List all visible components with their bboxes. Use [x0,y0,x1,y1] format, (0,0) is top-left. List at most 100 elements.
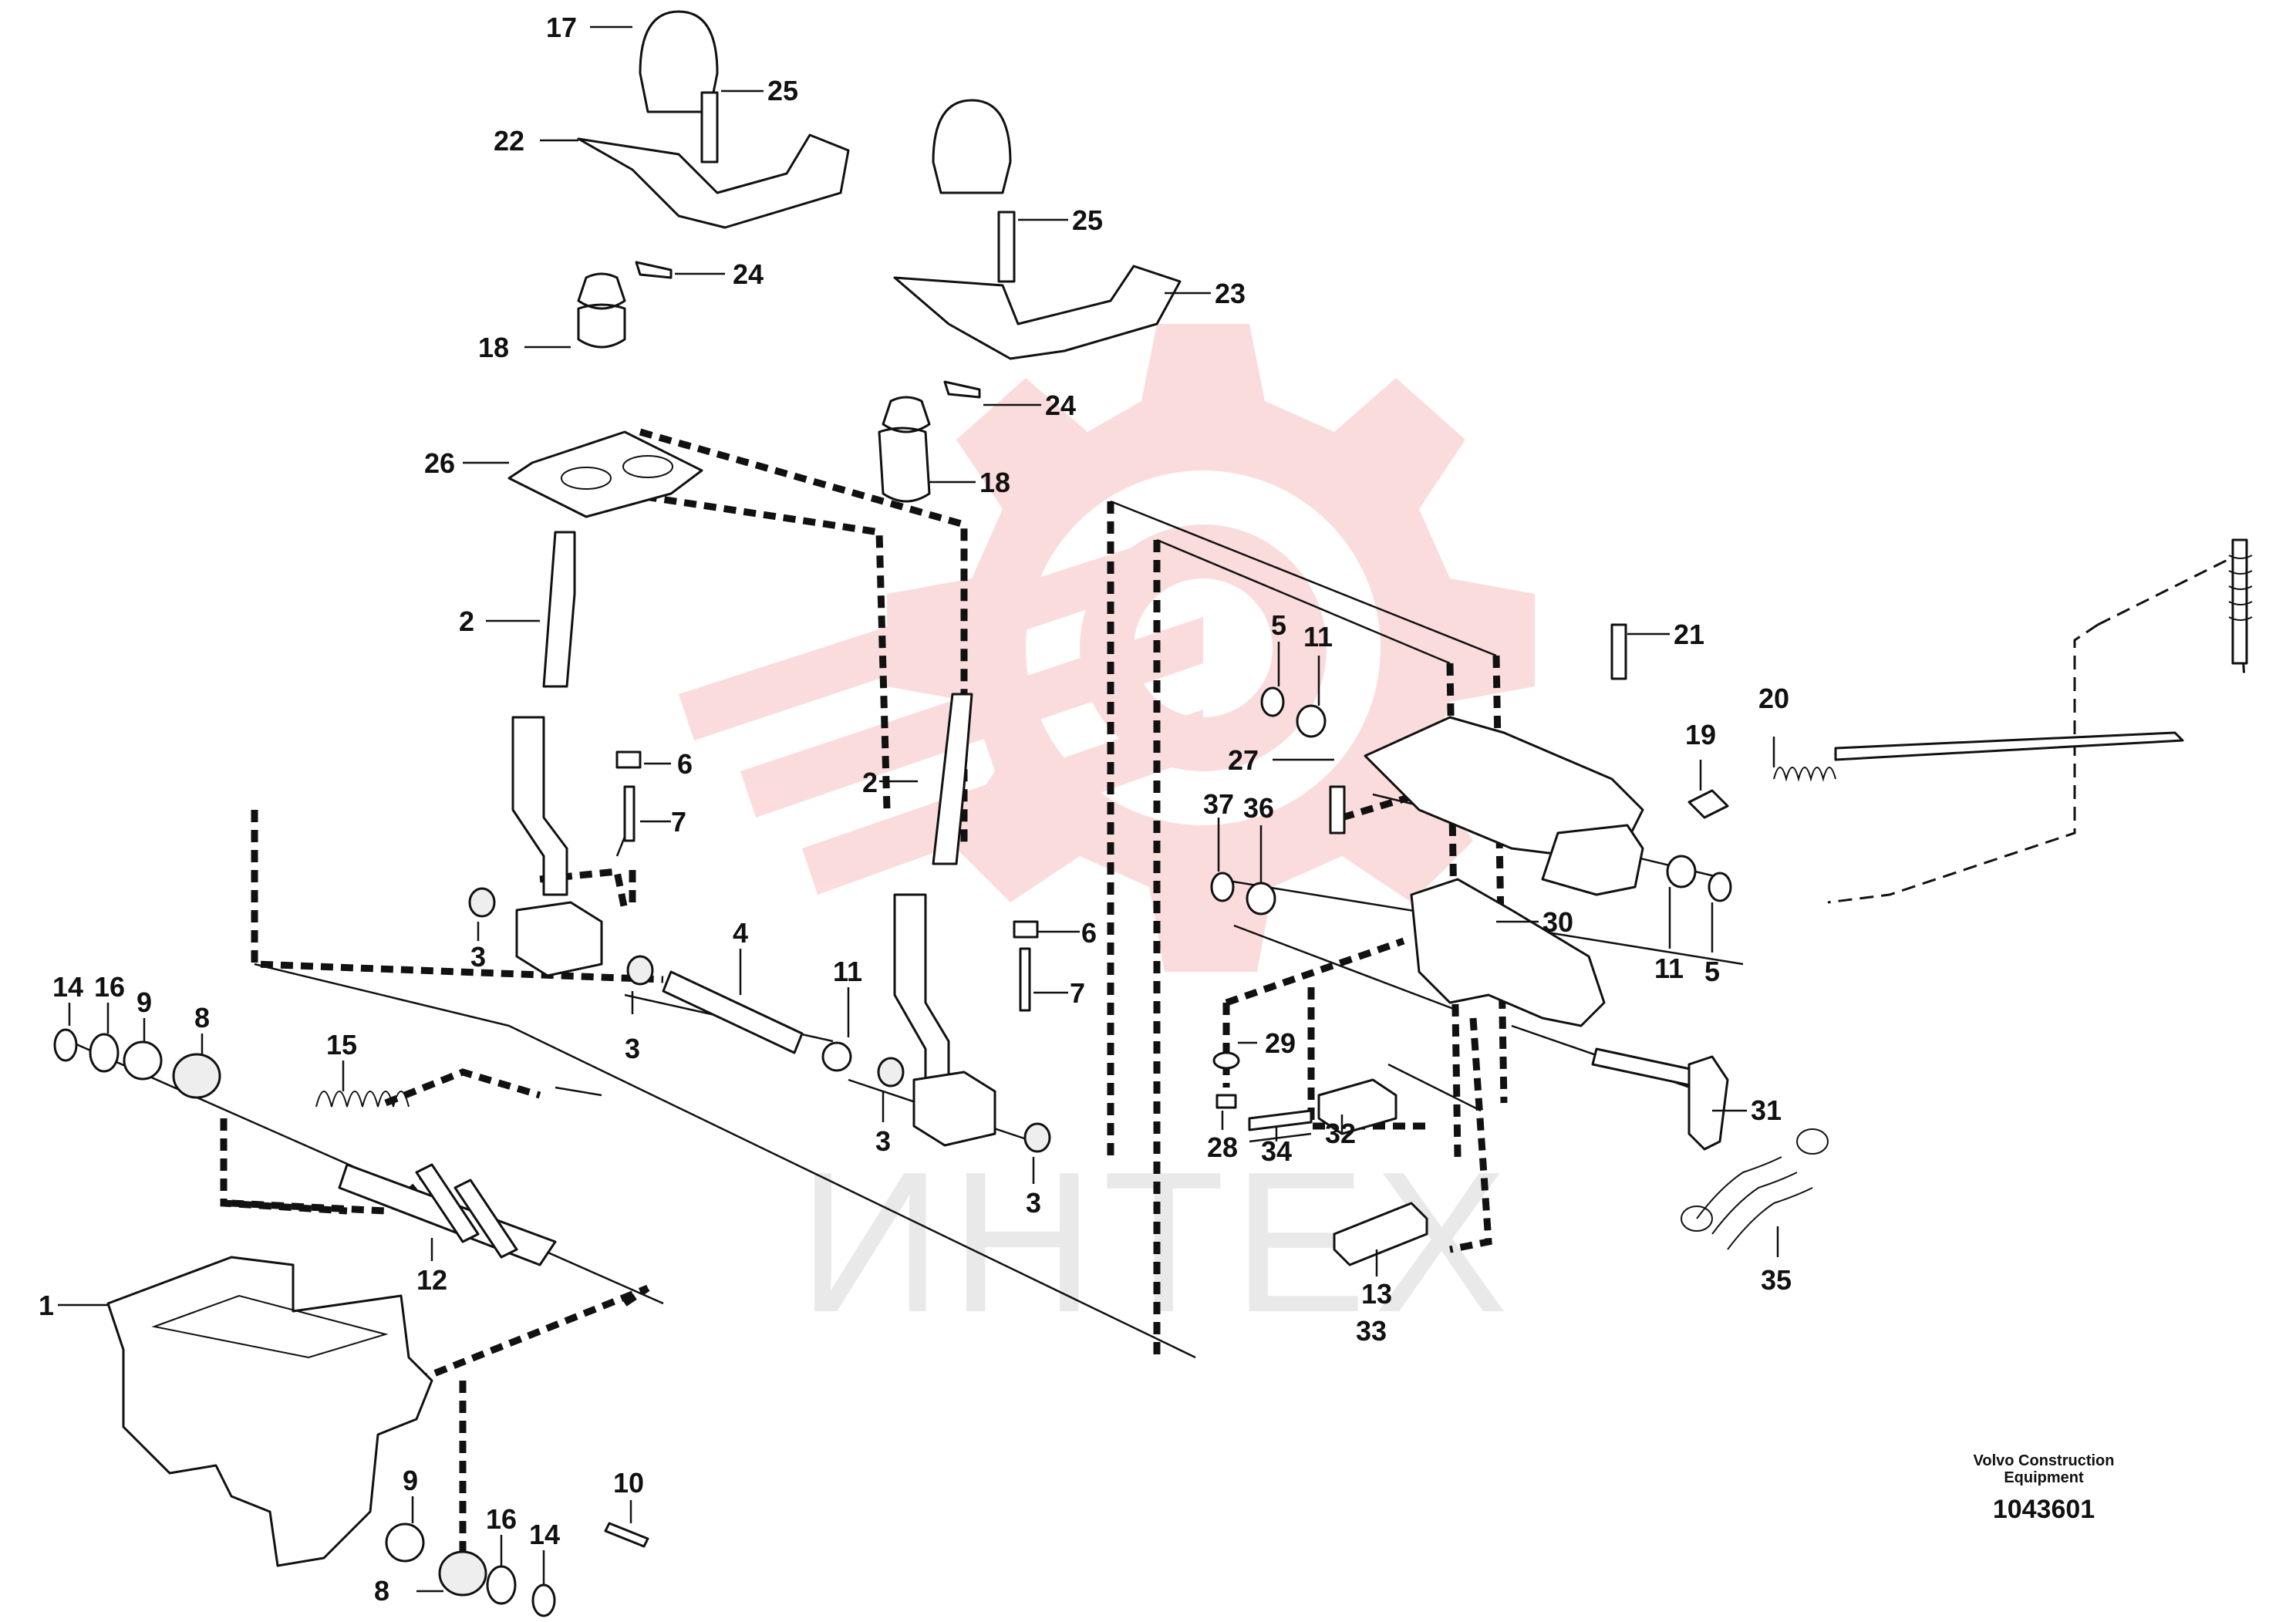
mounting-bracket-lower [1541,824,1644,896]
washer [1666,855,1697,889]
part-label: 7 [1070,977,1085,1009]
part-label: 16 [94,971,125,1003]
part-label: 32 [1325,1118,1356,1149]
leader-lines [58,25,1779,1593]
part-label: 9 [137,986,152,1018]
washer [1296,704,1327,738]
part-labels: 17 25 22 24 18 26 2 25 23 24 18 2 6 7 3 … [39,12,1792,1607]
washer [89,1033,120,1073]
part-label: 36 [1243,792,1274,824]
part-label: 3 [875,1125,891,1157]
clevis-lever [1687,1055,1729,1151]
part-label: 29 [1265,1027,1296,1059]
spring [315,1091,410,1108]
bolt [1329,785,1346,835]
part-label: 18 [979,467,1010,498]
clip [635,261,673,279]
part-label: 34 [1261,1135,1292,1167]
cable-end [2231,538,2248,665]
lever-rod-lower [893,893,950,1089]
washer [486,1565,517,1605]
gasket [123,1040,163,1081]
part-label: 8 [194,1002,210,1034]
circlip [531,1583,556,1617]
part-label: 18 [478,332,509,363]
knob [932,99,1012,194]
fork-arm [453,1179,518,1259]
lever-rod-lower [511,716,568,896]
knob [639,10,719,113]
credit-line2: Equipment [2004,1469,2084,1486]
spring-hook [1796,1128,1829,1155]
pivot-block [912,1071,996,1147]
gasket [385,1523,425,1563]
part-label: 3 [470,941,486,973]
nut [615,750,642,769]
part-label: 20 [1758,683,1789,714]
part-label: 30 [1542,906,1573,938]
clip [943,380,981,399]
part-label: 11 [833,956,862,987]
part-label: 17 [546,12,577,43]
part-label: 16 [486,1503,517,1535]
part-label: 6 [1081,917,1097,949]
spring-hook [1681,1206,1713,1232]
cable-spring [1773,767,1836,782]
flange-bearing [438,1550,487,1597]
part-label: 2 [862,767,878,798]
stud [623,785,636,842]
bolt [700,91,719,164]
part-label: 8 [374,1575,389,1607]
part-label: 9 [403,1465,418,1496]
part-label: 21 [1674,619,1704,650]
washer [821,1041,852,1072]
speed-stripes [679,524,1203,895]
bushing [626,955,654,986]
part-label: 10 [613,1467,644,1499]
part-label: 13 [1361,1278,1392,1310]
part-label: 24 [1045,389,1076,421]
bolt [997,211,1016,283]
bushing [1023,1122,1051,1153]
credit-block: Volvo Construction Equipment 1043601 [1974,1452,2115,1524]
part-label: 11 [1654,953,1684,984]
part-label: 2 [459,605,474,637]
part-label: 33 [1356,1315,1387,1347]
part-label: 11 [1303,621,1333,653]
part-label: 19 [1685,719,1716,750]
diagram-number: 1043601 [1993,1495,2095,1524]
bolt [1610,623,1627,680]
pivot-block [515,901,603,977]
plate [507,430,703,518]
circlip [1708,872,1732,902]
fork-arm [415,1163,480,1243]
part-label: 7 [671,806,686,838]
circlip [53,1028,78,1062]
rubber-boot [577,272,626,349]
part-label: 22 [494,125,524,157]
part-label: 4 [733,917,748,949]
assembly-guide-lines [220,428,2246,1589]
nut [1215,1094,1237,1109]
push-pull-cable [1834,731,2184,761]
handle-bracket [893,265,1182,360]
plate-hole [622,455,673,478]
handle-bracket [577,133,850,229]
watermark-logo: ИНТЕХ [679,324,1535,1354]
part-label: 23 [1215,278,1246,309]
plate-hole [561,467,612,490]
parts [53,10,2253,1617]
part-label: 6 [677,748,693,780]
tension-spring [1696,1156,1813,1250]
bolt [604,1522,649,1548]
part-label: 28 [1207,1131,1238,1163]
lever-pin [1591,1047,1706,1089]
part-label: 24 [733,258,764,290]
part-label: 5 [1704,956,1720,987]
flange-bearing [172,1053,221,1099]
clamp-block [1317,1078,1397,1135]
washer [1212,1051,1240,1070]
part-label: 35 [1761,1264,1792,1296]
washer [1246,882,1276,916]
